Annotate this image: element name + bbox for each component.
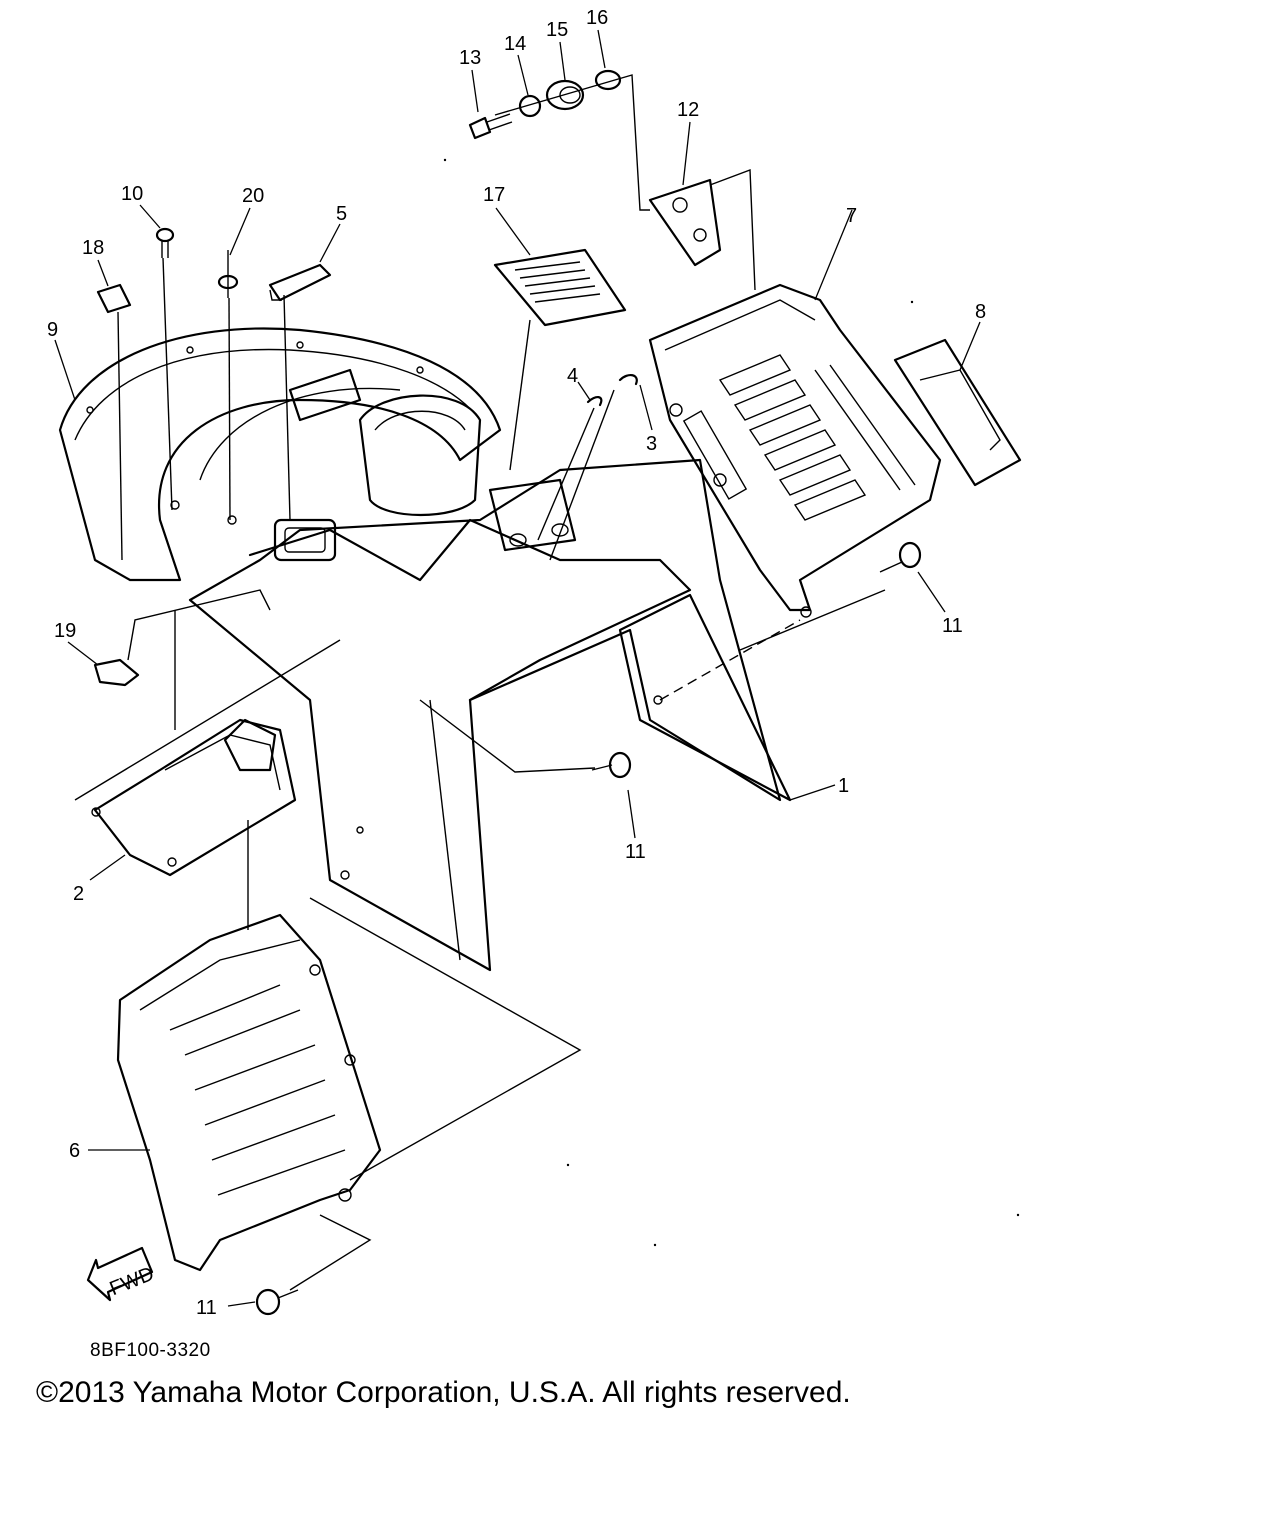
part-4-clip xyxy=(586,396,603,407)
callout-5: 5 xyxy=(336,203,347,225)
callout-19: 19 xyxy=(54,620,76,642)
callout-4: 4 xyxy=(567,365,578,387)
part-5-clip xyxy=(268,263,332,302)
scan-specks xyxy=(443,158,1020,1247)
fwd-label: FWD xyxy=(107,1263,157,1300)
part-11-screw-c xyxy=(255,1288,299,1316)
callout-1: 1 xyxy=(838,775,849,797)
part-15-grommet xyxy=(545,79,585,111)
part-11-screw-a xyxy=(879,541,922,573)
callout-7: 7 xyxy=(846,205,857,227)
part-3-clip xyxy=(618,374,638,386)
callout-9: 9 xyxy=(47,319,58,341)
louver-slots xyxy=(682,354,916,521)
callout-16: 16 xyxy=(586,7,608,29)
assembly-lines xyxy=(74,74,886,1291)
callout-17: 17 xyxy=(483,184,505,206)
callout-labels: 1 2 3 4 5 6 7 8 9 10 11 11 11 12 13 14 1… xyxy=(47,7,986,1319)
part-11-screw-b xyxy=(591,751,632,779)
callout-10: 10 xyxy=(121,183,143,205)
part-18-cap xyxy=(96,283,132,314)
callout-2: 2 xyxy=(73,883,84,905)
part-17-label-plate xyxy=(493,248,627,327)
part-13-bolt xyxy=(468,113,513,140)
callout-15: 15 xyxy=(546,19,568,41)
diagram-part-code: 8BF100-3320 xyxy=(90,1340,211,1361)
part-20-rivet xyxy=(217,250,239,298)
callout-11-bottom: 11 xyxy=(196,1297,217,1319)
callout-11-right: 11 xyxy=(942,615,963,637)
leader-lines xyxy=(54,29,981,1307)
part-2-lid xyxy=(91,718,297,877)
copyright-notice: ©2013 Yamaha Motor Corporation, U.S.A. A… xyxy=(36,1376,851,1409)
part-12-bracket xyxy=(648,178,722,267)
part-1-front-cowl xyxy=(188,394,792,972)
part-19-clamp xyxy=(93,658,140,687)
part-10-screw xyxy=(155,227,175,258)
callout-8: 8 xyxy=(975,301,986,323)
callout-14: 14 xyxy=(504,33,526,55)
callout-6: 6 xyxy=(69,1140,80,1162)
callout-18: 18 xyxy=(82,237,104,259)
fwd-arrow: FWD xyxy=(86,1246,157,1302)
callout-3: 3 xyxy=(646,433,657,455)
part-9-rear-panel xyxy=(58,327,502,582)
callout-20: 20 xyxy=(242,185,264,207)
part-16-collar xyxy=(594,69,622,91)
part-14-washer xyxy=(518,94,542,118)
callout-13: 13 xyxy=(459,47,481,69)
callout-12: 12 xyxy=(677,99,699,121)
part-7-right-louver-panel xyxy=(648,283,942,618)
part-6-lower-louver-panel xyxy=(116,913,382,1272)
part-8-pad xyxy=(893,338,1022,487)
callout-11-center: 11 xyxy=(625,841,646,863)
